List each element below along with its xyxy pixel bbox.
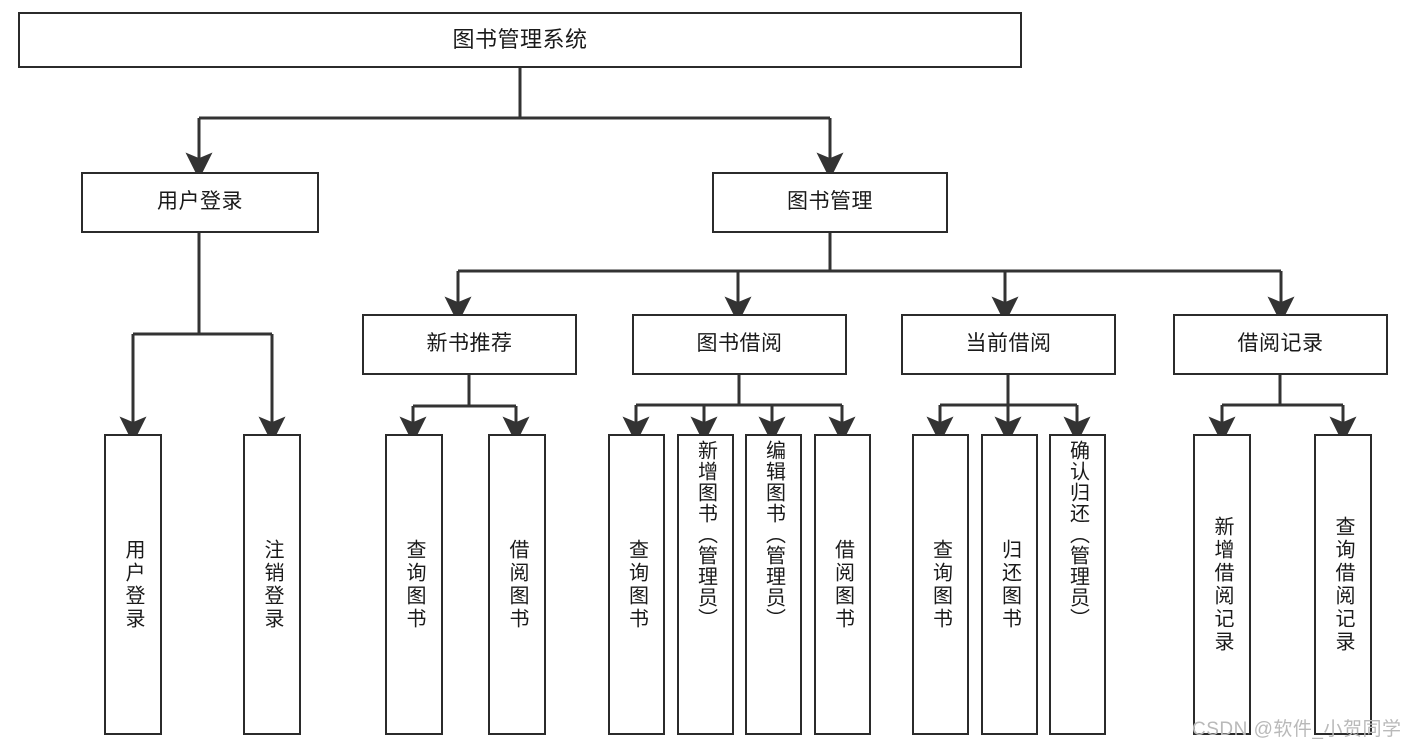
node-label: 借阅记录 <box>1237 332 1324 356</box>
node-user-login[interactable]: 用户登录 <box>81 172 319 233</box>
node-label: 查询图书 <box>929 538 952 631</box>
node-leaf-query-record[interactable]: 查询借阅记录 <box>1314 434 1372 735</box>
node-leaf-query-book-3[interactable]: 查询图书 <box>912 434 969 735</box>
node-current-borrow[interactable]: 当前借阅 <box>901 314 1116 375</box>
node-label: 用户登录 <box>157 190 243 214</box>
node-label: 图书管理系统 <box>452 27 588 53</box>
node-label: 查询图书 <box>403 538 425 631</box>
node-leaf-logout-login[interactable]: 注销登录 <box>243 434 301 735</box>
node-leaf-confirm-return[interactable]: 确认归还（管理员） <box>1049 434 1106 735</box>
node-label: 归还图书 <box>998 538 1021 631</box>
node-label: 注销登录 <box>261 538 283 631</box>
node-label: 编辑图书（管理员） <box>762 440 785 629</box>
node-label: 图书管理 <box>787 190 873 214</box>
node-label: 图书借阅 <box>696 332 783 356</box>
node-leaf-edit-book[interactable]: 编辑图书（管理员） <box>745 434 802 735</box>
node-label: 借阅图书 <box>831 538 854 631</box>
node-leaf-user-login[interactable]: 用户登录 <box>104 434 162 735</box>
node-book-management-system[interactable]: 图书管理系统 <box>18 12 1022 68</box>
node-leaf-query-book-1[interactable]: 查询图书 <box>385 434 443 735</box>
node-leaf-borrow-book-1[interactable]: 借阅图书 <box>488 434 546 735</box>
node-label: 当前借阅 <box>965 332 1052 356</box>
node-leaf-return-book[interactable]: 归还图书 <box>981 434 1038 735</box>
node-label: 新增图书（管理员） <box>694 440 717 629</box>
node-leaf-borrow-book-2[interactable]: 借阅图书 <box>814 434 871 735</box>
csdn-watermark: CSDN @软件_小贺同学 <box>1192 719 1402 740</box>
node-label: 新增借阅记录 <box>1211 515 1233 654</box>
node-label: 查询借阅记录 <box>1332 515 1354 654</box>
node-book-borrow[interactable]: 图书借阅 <box>632 314 847 375</box>
node-label: 查询图书 <box>625 538 648 631</box>
node-label: 确认归还（管理员） <box>1066 440 1089 629</box>
node-leaf-add-book[interactable]: 新增图书（管理员） <box>677 434 734 735</box>
node-borrow-record[interactable]: 借阅记录 <box>1173 314 1388 375</box>
node-leaf-add-record[interactable]: 新增借阅记录 <box>1193 434 1251 735</box>
node-leaf-query-book-2[interactable]: 查询图书 <box>608 434 665 735</box>
node-new-book-recommend[interactable]: 新书推荐 <box>362 314 577 375</box>
node-book-management[interactable]: 图书管理 <box>712 172 948 233</box>
node-label: 借阅图书 <box>506 538 528 631</box>
node-label: 新书推荐 <box>426 332 513 356</box>
node-label: 用户登录 <box>122 538 144 631</box>
